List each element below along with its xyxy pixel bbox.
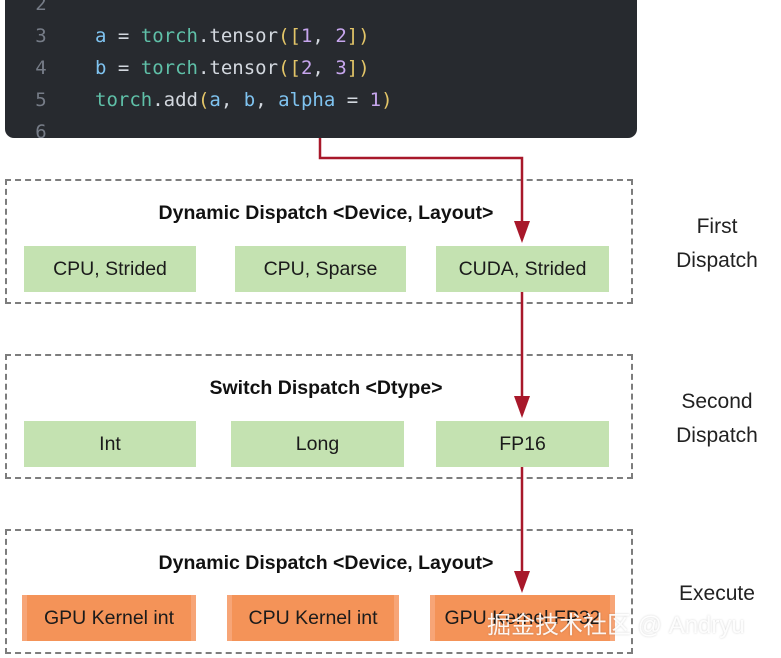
line-number: 5 <box>35 89 47 111</box>
code-token: [ <box>289 57 301 79</box>
code-token: = <box>335 89 370 111</box>
code-token: torch <box>140 57 198 79</box>
line-number: 6 <box>35 121 47 138</box>
second-dispatch-label-line2: Dispatch <box>676 424 758 447</box>
code-token: ( <box>278 25 290 47</box>
second-dispatch-title: Switch Dispatch <Dtype> <box>209 377 443 399</box>
code-token: 3 <box>335 57 347 79</box>
box-int: Int <box>24 421 196 467</box>
code-token: .add <box>152 89 198 111</box>
code-token: alpha <box>278 89 336 111</box>
code-token: torch <box>140 25 198 47</box>
execute-label: Execute <box>652 577 781 611</box>
first-dispatch-title: Dynamic Dispatch <Device, Layout> <box>158 202 494 224</box>
code-text: a = torch.tensor([1, 2]) <box>95 20 370 52</box>
execute-group <box>5 529 633 654</box>
code-token: = <box>106 25 141 47</box>
box-cuda-strided: CUDA, Strided <box>436 246 609 292</box>
box-gpu-kernel-int: GPU Kernel int <box>22 595 196 641</box>
code-token: torch <box>95 89 153 111</box>
execute-title: Dynamic Dispatch <Device, Layout> <box>158 552 494 574</box>
code-token: [ <box>289 25 301 47</box>
second-dispatch-label: Second Dispatch <box>652 385 781 453</box>
first-dispatch-label-line2: Dispatch <box>676 249 758 272</box>
code-token: b <box>243 89 256 111</box>
code-token: a <box>95 25 107 47</box>
first-dispatch-label: First Dispatch <box>652 210 781 278</box>
code-token: ( <box>197 89 210 111</box>
box-gpu-kernel-fp32: GPU Kernel FP32 <box>430 595 615 641</box>
code-token: a <box>209 89 221 111</box>
code-token: , <box>312 25 336 47</box>
code-token: 2 <box>335 25 347 47</box>
line-number: 3 <box>35 25 47 47</box>
code-token: , <box>220 89 244 111</box>
code-token: 2 <box>300 57 313 79</box>
second-dispatch-group <box>5 354 633 479</box>
second-dispatch-label-line1: Second <box>681 390 753 413</box>
code-text: torch.add(a, b, alpha = 1) <box>95 84 393 116</box>
code-token: ] <box>346 57 359 79</box>
code-token: ) <box>358 57 370 79</box>
code-token: , <box>312 57 336 79</box>
line-number: 4 <box>35 57 47 79</box>
code-token: b <box>95 57 107 79</box>
first-dispatch-label-line1: First <box>696 215 738 238</box>
box-fp16: FP16 <box>436 421 609 467</box>
box-cpu-strided: CPU, Strided <box>24 246 196 292</box>
code-token: .tensor <box>197 57 279 79</box>
code-token: 1 <box>369 89 382 111</box>
code-token: ) <box>358 25 370 47</box>
code-token: .tensor <box>197 25 279 47</box>
execute-label-line1: Execute <box>679 582 755 605</box>
code-text: b = torch.tensor([2, 3]) <box>95 52 370 84</box>
box-cpu-sparse: CPU, Sparse <box>235 246 406 292</box>
code-token: 1 <box>300 25 313 47</box>
watermark: 掘金技术社区 @ Andryu <box>487 612 745 639</box>
code-token: = <box>106 57 141 79</box>
box-long: Long <box>231 421 404 467</box>
box-cpu-kernel-int: CPU Kernel int <box>227 595 399 641</box>
code-token: ] <box>346 25 359 47</box>
code-token: ( <box>278 57 290 79</box>
code-token: ) <box>381 89 393 111</box>
code-token: , <box>255 89 279 111</box>
line-number: 2 <box>35 0 47 15</box>
